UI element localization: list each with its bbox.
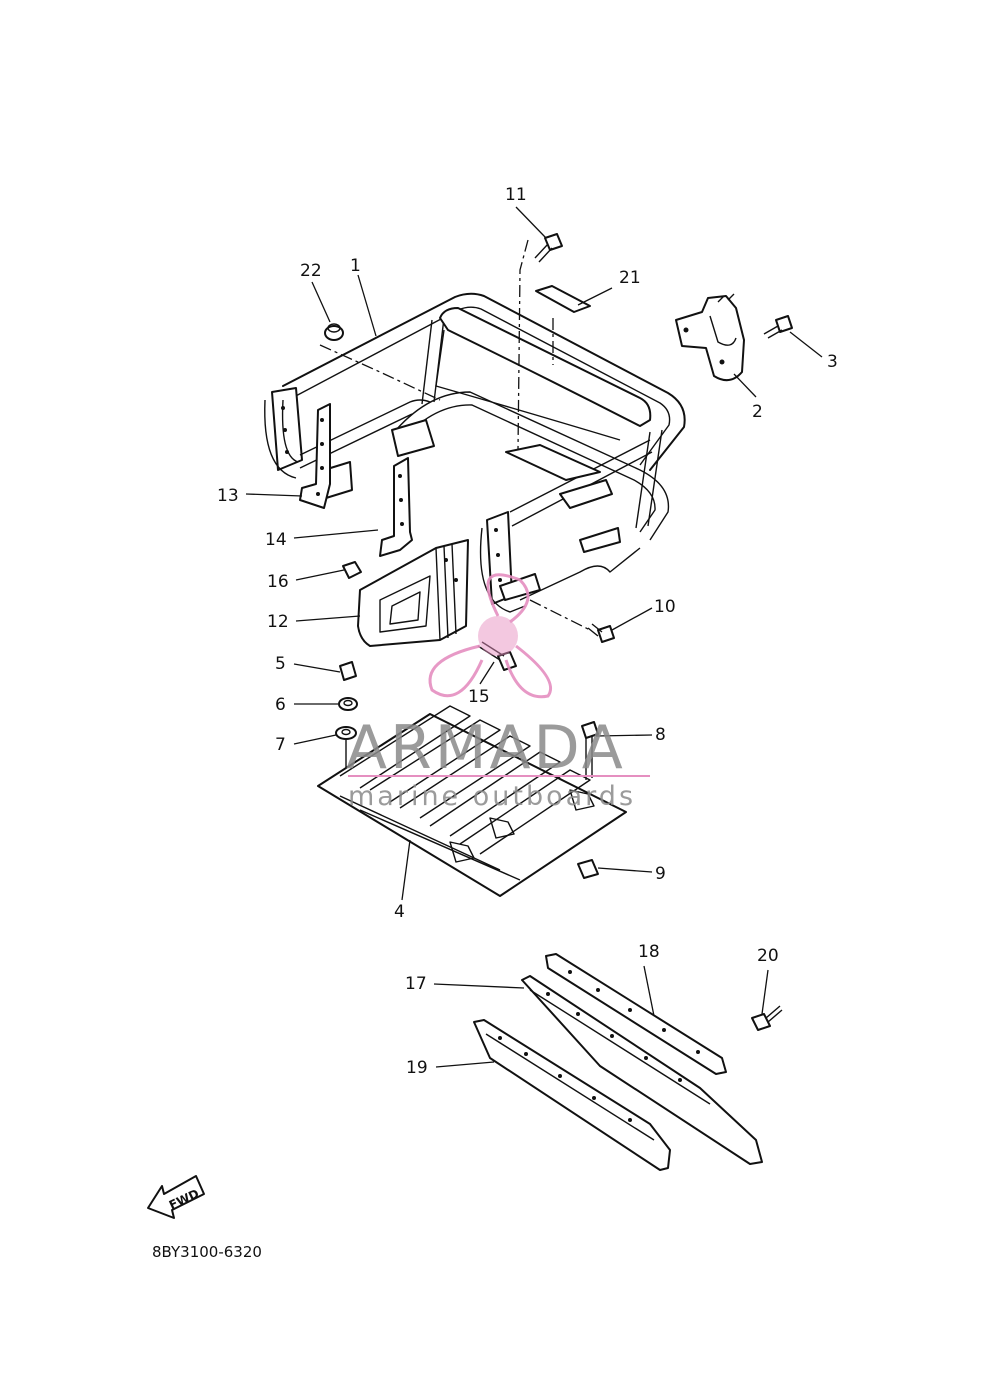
callout-13: 13 [217,486,239,506]
part-16-nut [342,561,362,579]
callout-3: 3 [827,352,838,372]
part-10-bolt [529,599,615,643]
callout-7: 7 [275,735,286,755]
callout-4: 4 [394,902,405,922]
part-9-nut [577,859,599,879]
callout-10: 10 [654,597,676,617]
callout-14: 14 [265,530,287,550]
part-14-bracket [379,457,413,557]
callout-22: 22 [300,261,322,281]
part-12-handle [357,539,469,647]
part-3-bolt [763,315,793,339]
callout-2: 2 [752,402,763,422]
callout-16: 16 [267,572,289,592]
part-17-plate [521,975,763,1165]
part-22-cap [324,323,344,341]
part-18-plate [545,953,727,1075]
callout-20: 20 [757,946,779,966]
part-13-bracket [299,403,331,509]
callout-1: 1 [350,256,361,276]
leader-lines [245,206,823,1068]
callout-12: 12 [267,612,289,632]
fwd-arrow-icon: FWD [147,1175,205,1219]
watermark-brand: ARMADA [346,713,626,783]
callouts: 11 21 22 1 3 2 13 14 16 12 10 5 15 6 7 8… [217,185,838,1078]
callout-17: 17 [405,974,427,994]
propeller-logo-icon [428,573,553,699]
part-2-hinge [675,293,745,382]
part-19-plate [473,1019,671,1171]
part-21-label [535,285,591,365]
callout-6: 6 [275,695,286,715]
callout-21: 21 [619,268,641,288]
callout-18: 18 [638,942,660,962]
part-8-bolt [581,721,599,780]
callout-9: 9 [655,864,666,884]
part-code: 8BY3100-6320 [152,1243,262,1261]
part-5-cap-nut [339,661,357,681]
callout-5: 5 [275,654,286,674]
part-6-nut [338,697,358,711]
watermark: ARMADA marine outboards [346,573,650,812]
callout-19: 19 [406,1058,428,1078]
part-frame [264,292,686,613]
callout-15: 15 [468,687,490,707]
watermark-tagline: marine outboards [348,781,636,812]
part-7-washer [335,726,357,790]
part-20-rivet [751,1005,783,1031]
part-4-base-plate [317,705,627,897]
callout-11: 11 [505,185,527,205]
part-11-bolt [517,233,563,451]
callout-8: 8 [655,725,666,745]
